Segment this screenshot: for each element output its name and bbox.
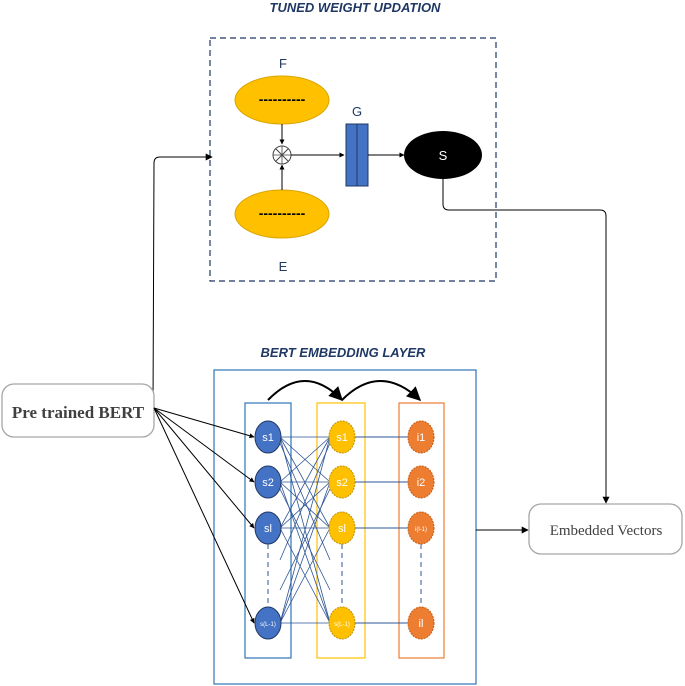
tuned-section-title: TUNED WEIGHT UPDATION	[270, 0, 442, 15]
col1-node: s2	[254, 465, 282, 499]
col3-box	[398, 402, 445, 659]
svg-text:sl: sl	[264, 523, 272, 535]
s-label: S	[439, 148, 448, 163]
col3-node: i2	[407, 465, 435, 499]
col3-node: il	[407, 606, 435, 640]
svg-text:il: il	[419, 618, 424, 630]
col2-node: s2	[328, 465, 356, 499]
multiplier-icon	[272, 145, 292, 165]
tuned-section-box	[209, 37, 497, 282]
col1-node: s(L-1)	[254, 606, 282, 640]
svg-text:s(L-1): s(L-1)	[334, 622, 350, 628]
col2-to-col3-curve-arrow	[341, 380, 422, 401]
pretrained-bert-box	[1, 383, 155, 438]
col2-node: sl	[328, 511, 356, 545]
embedded-vectors-box	[528, 503, 683, 555]
svg-text:s1: s1	[262, 432, 274, 444]
s-ellipse	[404, 131, 482, 179]
col2-node: s1	[328, 420, 356, 454]
svg-text:i2: i2	[417, 477, 426, 489]
pretrained-to-tuned-arrow	[152, 153, 213, 409]
e-label: E	[279, 259, 288, 274]
f-dashes: ----------	[259, 91, 306, 107]
col3-node: i(l-1)	[407, 511, 435, 545]
pretrained-to-col1-arrows	[153, 407, 255, 624]
g-label: G	[352, 104, 362, 119]
s-to-embedded-arrow	[442, 179, 610, 504]
col1-col2-connections	[279, 436, 331, 624]
svg-text:s1: s1	[336, 432, 348, 444]
pretrained-bert-label: Pre trained BERT	[12, 403, 145, 422]
f-label: F	[279, 56, 287, 71]
bert-section-box	[213, 369, 477, 685]
svg-text:sl: sl	[338, 523, 346, 535]
col1-node: s1	[254, 420, 282, 454]
col1-box	[244, 402, 292, 659]
svg-text:i(l-1): i(l-1)	[415, 527, 427, 533]
e-dashes: ----------	[259, 205, 306, 221]
col1-to-col2-curve-arrow	[267, 380, 343, 402]
g-block	[345, 123, 369, 187]
col2-node: s(L-1)	[328, 606, 356, 640]
col1-node: sl	[254, 511, 282, 545]
svg-text:s2: s2	[336, 477, 348, 489]
col3-node: i1	[407, 420, 435, 454]
bert-section-title: BERT EMBEDDING LAYER	[261, 345, 427, 360]
col2-col3-connections	[354, 436, 409, 624]
svg-text:s2: s2	[262, 477, 274, 489]
svg-text:s(L-1): s(L-1)	[260, 622, 276, 628]
embedded-vectors-label: Embedded Vectors	[550, 523, 663, 539]
svg-text:i1: i1	[417, 432, 426, 444]
